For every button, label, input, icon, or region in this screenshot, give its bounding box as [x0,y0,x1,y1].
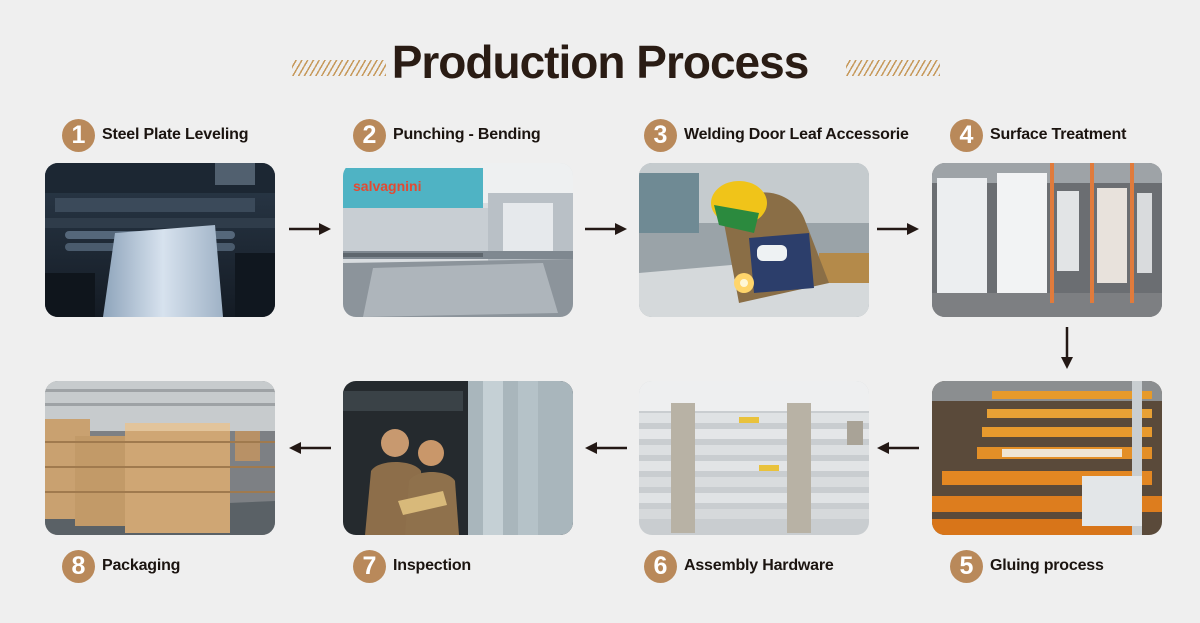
arrow-left-icon [585,441,627,455]
step-5-label: 5 Gluing process [950,548,1104,584]
step-4-photo [932,163,1162,317]
step-3-text: Welding Door Leaf Accessorie [684,126,909,143]
step-6-photo [639,381,869,535]
page-title-text: Production Process [391,36,810,88]
step-6-badge: 6 [644,549,677,583]
step-7-photo [343,381,573,535]
step-7-label: 7 Inspection [353,548,471,584]
arrow-down-icon [1060,327,1074,369]
step-2-badge: 2 [353,118,386,152]
step-1-photo [45,163,275,317]
step-4-text: Surface Treatment [990,126,1127,143]
page-title: Production Process [0,32,1200,92]
step-2-label: 2 Punching - Bending [353,117,541,153]
title-left-ornament [292,60,386,76]
step-3-photo [639,163,869,317]
arrow-left-icon [289,441,331,455]
arrow-right-icon [585,222,627,236]
step-6-text: Assembly Hardware [684,557,834,574]
step-5-text: Gluing process [990,557,1104,574]
machine-brand-text: salvagnini [353,178,421,194]
step-2-photo: salvagnini [343,163,573,317]
step-5-badge: 5 [950,549,983,583]
step-8-label: 8 Packaging [62,548,180,584]
step-4-label: 4 Surface Treatment [950,117,1126,153]
step-1-text: Steel Plate Leveling [102,126,249,143]
step-3-label: 3 Welding Door Leaf Accessorie [644,117,909,153]
step-1-label: 1 Steel Plate Leveling [62,117,248,153]
step-7-badge: 7 [353,549,386,583]
title-right-ornament [846,60,940,76]
step-5-photo [932,381,1162,535]
step-8-badge: 8 [62,549,95,583]
step-2-text: Punching - Bending [393,126,541,143]
step-6-label: 6 Assembly Hardware [644,548,834,584]
arrow-left-icon [877,441,919,455]
arrow-right-icon [289,222,331,236]
step-3-badge: 3 [644,118,677,152]
step-4-badge: 4 [950,118,983,152]
step-7-text: Inspection [393,557,472,574]
step-8-text: Packaging [102,557,181,574]
step-1-badge: 1 [62,118,95,152]
arrow-right-icon [877,222,919,236]
step-8-photo [45,381,275,535]
